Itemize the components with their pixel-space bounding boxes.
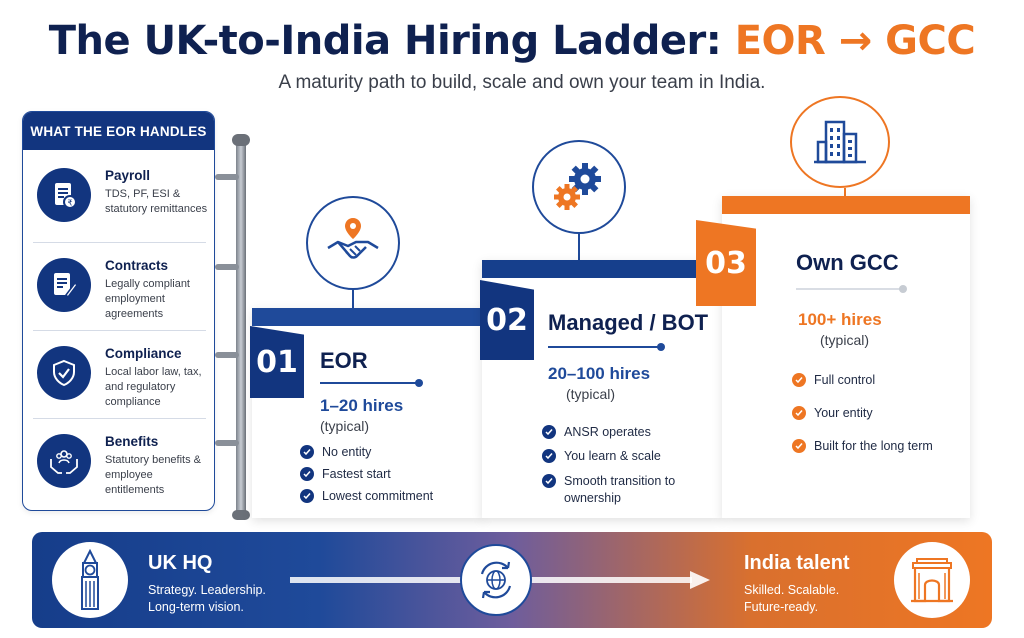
step-point: Built for the long term [792,438,962,455]
ladder-pole [236,140,246,516]
divider [33,418,206,419]
step-hires: 100+ hires [798,310,882,329]
check-icon [300,489,314,503]
check-icon [300,445,314,459]
handshake-location-icon [306,196,400,290]
step-point: Full control [792,372,962,389]
step-point: Smooth transition to ownership [542,473,692,507]
step-point-text: Lowest commitment [322,489,434,503]
page-subtitle: A maturity path to build, scale and own … [278,72,766,93]
india-talent-title: India talent [744,552,850,574]
step-top [252,308,484,326]
title-accent: EOR → GCC [734,18,976,64]
check-icon [542,425,556,439]
step-underline [320,379,423,387]
icon-stem [844,188,846,198]
hands-people-icon [37,434,91,488]
india-gate-icon [894,542,970,618]
ladder-rung [215,352,239,358]
check-icon [792,439,806,453]
check-icon [792,406,806,420]
check-icon [300,467,314,481]
check-icon [542,449,556,463]
payroll-document-icon: ₹ [37,168,91,222]
step-name: Own GCC [796,250,899,275]
step-hires: 1–20 hires [320,396,404,415]
ladder-pole-foot [232,510,250,520]
icon-stem [352,290,354,310]
check-icon [542,474,556,488]
eor-panel-heading: WHAT THE EOR HANDLES [23,112,214,150]
step-top [722,196,970,214]
eor-item-desc: Legally compliant employment agreements [105,278,190,320]
divider [33,242,206,243]
svg-text:₹: ₹ [67,199,72,208]
step-typical: (typical) [820,332,870,348]
india-talent-desc: Skilled. Scalable. Future-ready. [744,583,840,614]
step-top [482,260,722,278]
step-point-text: Full control [814,373,876,387]
step-typical: (typical) [566,386,616,402]
uk-hq-title: UK HQ [148,552,213,574]
step-number-badge: 03 [696,220,756,306]
ladder-pole-cap [232,134,250,146]
uk-hq-desc: Strategy. Leadership. Long-term vision. [148,583,266,614]
step-point: Lowest commitment [300,488,470,505]
step-underline [548,343,665,351]
title-text: The UK-to-India Hiring Ladder: [48,18,735,64]
step-number-badge: 02 [480,280,534,360]
step-point: No entity [300,444,470,461]
contract-pen-icon [37,258,91,312]
step-name: Managed / BOT [548,310,709,335]
ladder-rung [215,174,239,180]
step-point: Fastest start [300,466,470,483]
step-point-text: No entity [322,445,372,459]
step-point-text: Your entity [814,406,873,420]
step-number-badge: 01 [250,326,304,398]
step-own-gcc [722,196,970,518]
ladder-rung [215,440,239,446]
check-icon [792,373,806,387]
step-point-text: Fastest start [322,467,391,481]
step-point: You learn & scale [542,448,712,465]
globe-sync-icon [460,544,532,616]
ladder-rung [215,264,239,270]
step-point: Your entity [792,405,962,422]
step-point-text: ANSR operates [564,425,651,439]
page-title: The UK-to-India Hiring Ladder: EOR → GCC [0,18,1024,64]
eor-item-title: Benefits [105,434,159,449]
divider [33,330,206,331]
shield-check-icon [37,346,91,400]
eor-item-title: Contracts [105,258,169,273]
uk-india-band: UK HQ Strategy. Leadership. Long-term vi… [32,532,992,628]
big-ben-icon [52,542,128,618]
eor-item-desc: Statutory benefits & employee entitlemen… [105,454,201,496]
step-point: ANSR operates [542,424,712,441]
eor-item-title: Payroll [105,168,151,183]
step-point-text: Smooth transition to ownership [564,474,676,505]
office-building-icon [790,96,890,188]
step-point-text: Built for the long term [814,439,933,453]
eor-item-desc: TDS, PF, ESI & statutory remittances [105,188,208,215]
step-hires: 20–100 hires [548,364,651,383]
eor-item-title: Compliance [105,346,182,361]
gears-icon [532,140,626,234]
step-point-text: You learn & scale [564,449,661,463]
icon-stem [578,232,580,262]
step-underline [796,285,907,293]
step-name: EOR [320,348,368,373]
step-typical: (typical) [320,418,370,434]
eor-item-desc: Local labor law, tax, and regulatory com… [105,366,202,408]
